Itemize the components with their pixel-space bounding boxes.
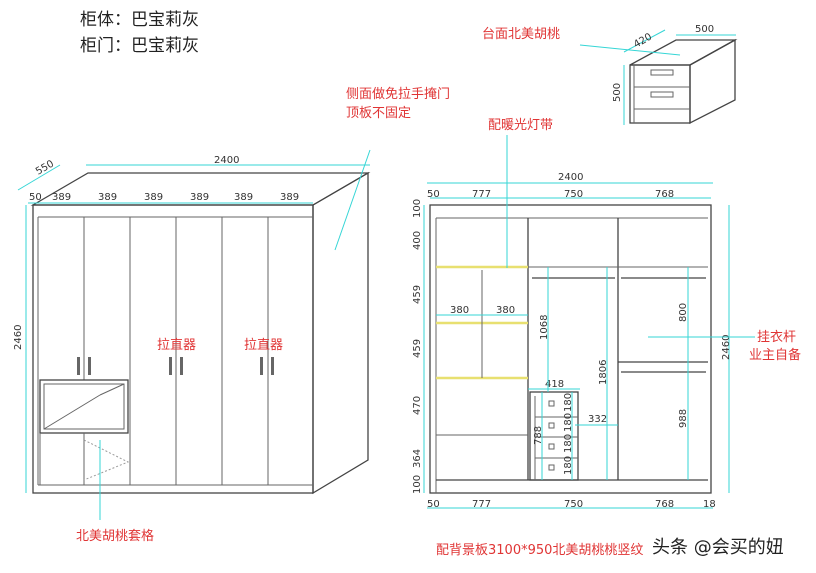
- puller-right-label: 拉直器: [244, 338, 283, 353]
- puller-left-label: 拉直器: [157, 338, 196, 353]
- svg-text:380: 380: [496, 305, 515, 316]
- svg-text:18: 18: [703, 499, 716, 510]
- svg-text:100: 100: [412, 475, 423, 494]
- svg-text:750: 750: [564, 189, 583, 200]
- right-wardrobe: [429, 204, 712, 494]
- walnut-shelf-label: 北美胡桃套格: [76, 528, 154, 544]
- svg-text:550: 550: [34, 159, 56, 178]
- svg-text:777: 777: [472, 499, 491, 510]
- svg-text:50: 50: [427, 499, 440, 510]
- svg-text:389: 389: [190, 192, 209, 203]
- svg-text:389: 389: [234, 192, 253, 203]
- svg-text:180: 180: [563, 413, 574, 432]
- svg-text:389: 389: [280, 192, 299, 203]
- svg-text:988: 988: [678, 409, 689, 428]
- rod-note-2: 业主自备: [749, 347, 801, 363]
- svg-text:500: 500: [612, 83, 623, 102]
- right-dimensions: 2400 50 777 750 768 50 777 750 768 18 10…: [412, 135, 755, 510]
- svg-text:50: 50: [427, 189, 440, 200]
- nightstand: 420 500 500: [579, 24, 738, 125]
- svg-text:400: 400: [412, 231, 423, 250]
- svg-text:364: 364: [412, 449, 423, 468]
- svg-text:788: 788: [533, 426, 544, 445]
- svg-text:768: 768: [655, 499, 674, 510]
- svg-text:389: 389: [98, 192, 117, 203]
- svg-text:459: 459: [412, 285, 423, 304]
- svg-text:500: 500: [695, 24, 714, 35]
- svg-text:750: 750: [564, 499, 583, 510]
- door-handles: [77, 357, 274, 375]
- side-note-2: 顶板不固定: [346, 106, 411, 121]
- cabinet-body-note: 柜体：巴宝莉灰: [80, 10, 199, 30]
- top-walnut-label: 台面北美胡桃: [482, 27, 560, 42]
- svg-text:50: 50: [29, 192, 42, 203]
- svg-text:180: 180: [563, 393, 574, 412]
- svg-text:389: 389: [52, 192, 71, 203]
- left-wardrobe: [30, 171, 371, 495]
- svg-text:389: 389: [144, 192, 163, 203]
- svg-text:470: 470: [412, 396, 423, 415]
- side-note-1: 侧面做免拉手掩门: [346, 87, 450, 102]
- backboard-note: 配背景板3100*950北美胡桃桃竖纹: [436, 543, 643, 558]
- svg-text:180: 180: [563, 456, 574, 475]
- left-dimensions: 550 2400 50 389 389 389 389 389 389 2460: [13, 149, 371, 520]
- svg-text:418: 418: [545, 379, 564, 390]
- svg-text:2400: 2400: [558, 172, 583, 183]
- svg-text:380: 380: [450, 305, 469, 316]
- svg-text:1806: 1806: [598, 360, 609, 385]
- svg-text:2460: 2460: [13, 325, 24, 350]
- led-strip-label: 配暖光灯带: [488, 118, 553, 133]
- cabinet-door-note: 柜门：巴宝莉灰: [80, 36, 199, 56]
- svg-text:1068: 1068: [539, 315, 550, 340]
- svg-text:332: 332: [588, 414, 607, 425]
- svg-text:100: 100: [412, 199, 423, 218]
- svg-text:459: 459: [412, 339, 423, 358]
- svg-text:800: 800: [678, 303, 689, 322]
- svg-text:768: 768: [655, 189, 674, 200]
- svg-text:420: 420: [632, 32, 654, 51]
- svg-text:777: 777: [472, 189, 491, 200]
- watermark: 头条 @会买的妞: [652, 537, 784, 558]
- svg-text:180: 180: [563, 434, 574, 453]
- svg-text:2460: 2460: [721, 335, 732, 360]
- svg-text:2400: 2400: [214, 155, 239, 166]
- rod-note-1: 挂衣杆: [757, 329, 796, 345]
